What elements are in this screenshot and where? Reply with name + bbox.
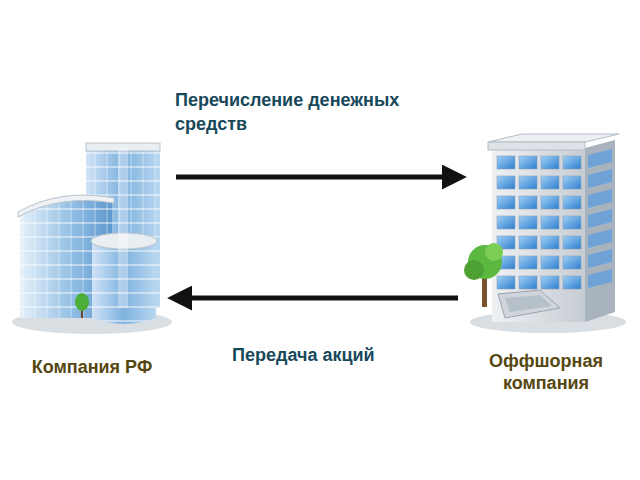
window: [497, 196, 515, 209]
window: [519, 276, 537, 289]
flow-label: Перечисление денежных средств: [175, 88, 445, 136]
window: [588, 209, 612, 228]
window: [588, 249, 612, 268]
window: [563, 276, 581, 289]
flow-arrow: [176, 175, 446, 180]
window: [519, 216, 537, 229]
building-node: Оффшорная компания: [458, 132, 634, 394]
window: [563, 176, 581, 189]
window: [563, 196, 581, 209]
window: [519, 176, 537, 189]
window: [541, 196, 559, 209]
window: [588, 269, 612, 288]
window: [588, 169, 612, 188]
window: [541, 176, 559, 189]
window: [519, 196, 537, 209]
window: [563, 156, 581, 169]
window: [541, 236, 559, 249]
window: [588, 229, 612, 248]
window: [519, 236, 537, 249]
window: [497, 216, 515, 229]
company-label: Оффшорная компания: [476, 350, 616, 394]
window: [519, 256, 537, 269]
window: [588, 149, 612, 168]
window: [541, 256, 559, 269]
window: [497, 276, 515, 289]
window: [541, 216, 559, 229]
company-label: Компания РФ: [12, 356, 172, 378]
window: [497, 176, 515, 189]
window: [541, 276, 559, 289]
rf-building: [12, 143, 172, 334]
window: [588, 189, 612, 208]
flow-label: Передача акций: [232, 343, 432, 367]
window: [497, 156, 515, 169]
window: [563, 236, 581, 249]
window: [563, 216, 581, 229]
offshore-building: [464, 134, 626, 333]
window: [541, 156, 559, 169]
building-node: Компания РФ: [8, 140, 176, 378]
window: [519, 156, 537, 169]
flow-arrow: [188, 296, 458, 301]
window: [563, 256, 581, 269]
